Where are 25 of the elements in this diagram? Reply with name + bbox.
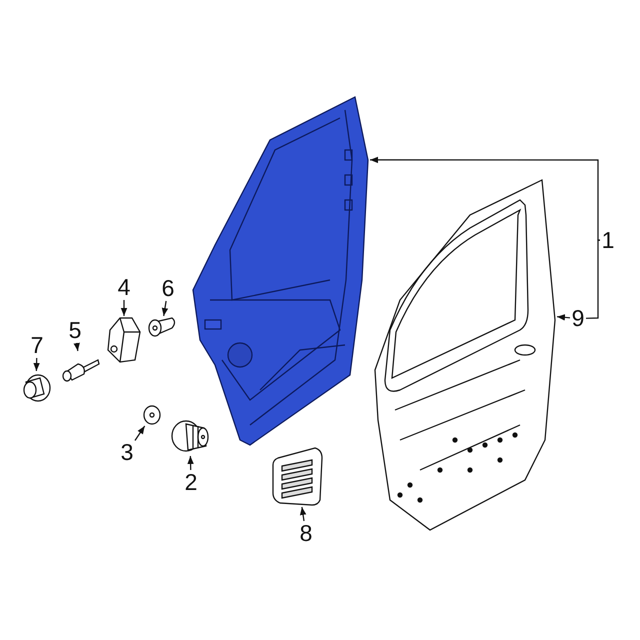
callout-number: 8 (298, 521, 314, 546)
leader-line (134, 426, 146, 441)
callout-number: 2 (183, 470, 199, 495)
callout-number: 1 (600, 228, 616, 253)
bracket-drawing (106, 316, 142, 364)
leader-line (556, 314, 570, 321)
leader-line (162, 300, 168, 316)
rivet-drawing (146, 316, 178, 338)
door-outer-shell-drawing (374, 179, 557, 532)
washer-drawing (142, 404, 162, 426)
leader-line (120, 300, 128, 316)
leader-line (370, 156, 600, 241)
leader-line (74, 342, 80, 352)
callout-number: 6 (160, 276, 176, 301)
callout-number: 9 (570, 306, 586, 331)
leader-line (300, 506, 306, 522)
callout-number: 5 (67, 318, 83, 343)
vent-grille-drawing (270, 445, 324, 507)
callout-number: 7 (29, 333, 45, 358)
leader-line (586, 239, 600, 319)
leader-line (33, 358, 40, 372)
door-inner-panel-drawing (192, 96, 370, 447)
callout-number: 3 (119, 440, 135, 465)
leader-line (187, 456, 194, 470)
callout-number: 4 (116, 275, 132, 300)
